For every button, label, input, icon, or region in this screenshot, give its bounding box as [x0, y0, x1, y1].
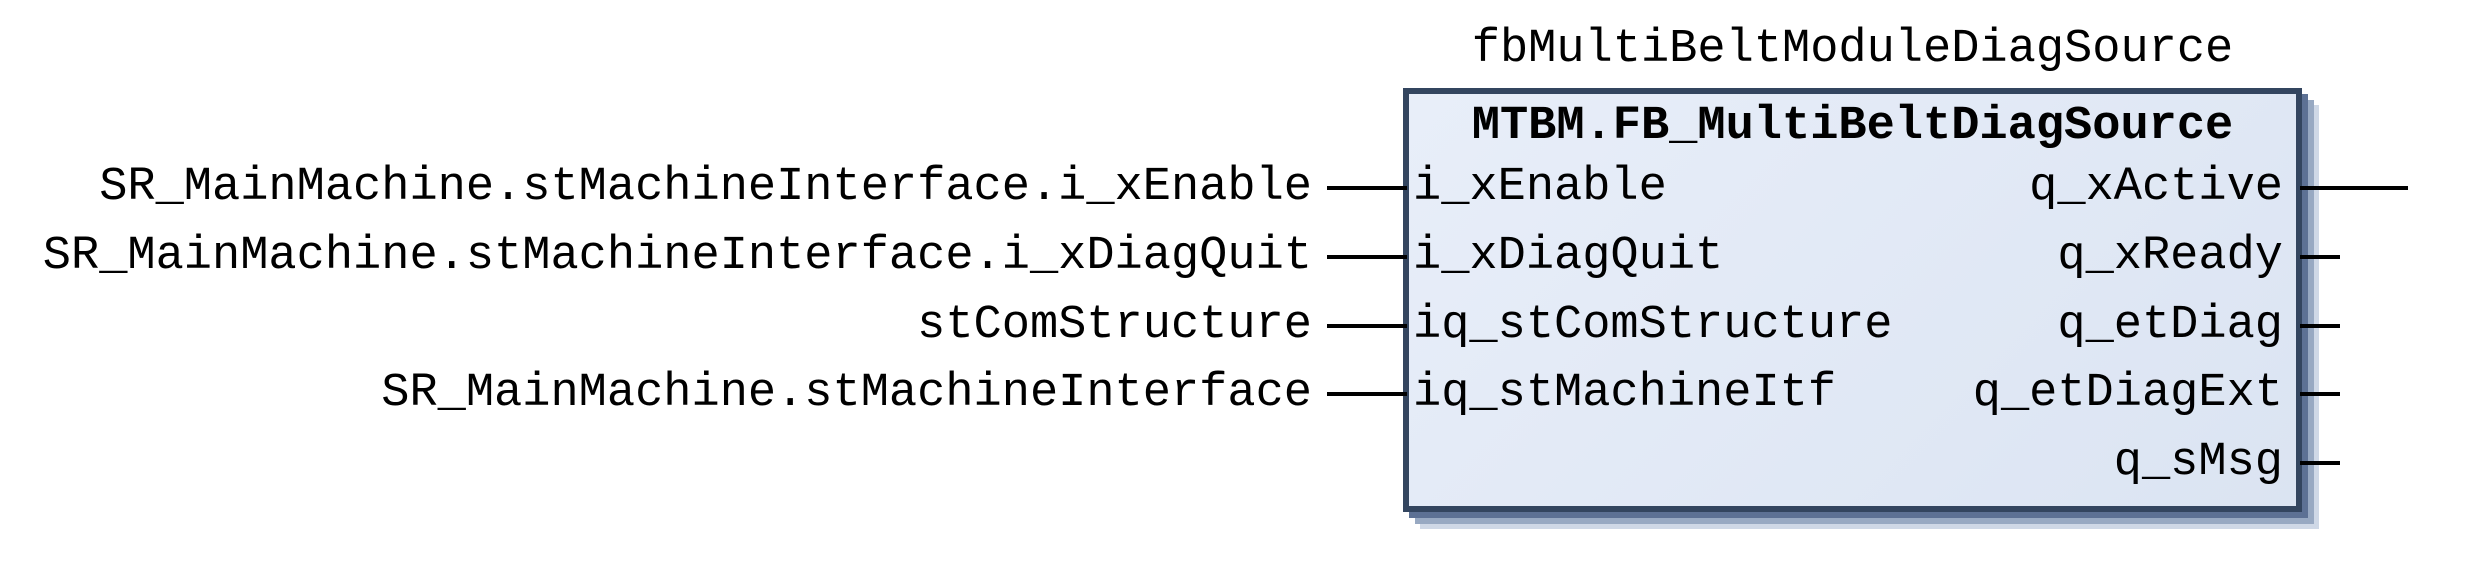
instance-name-label[interactable]: fbMultiBeltModuleDiagSource: [1471, 23, 2234, 76]
input-wire-i_xDiagQuit: [1327, 255, 1407, 259]
input-pin-i_xDiagQuit[interactable]: i_xDiagQuit: [1413, 230, 1724, 283]
output-wire-q_xReady: [2300, 255, 2340, 259]
input-wire-iq_stComStructure: [1327, 324, 1407, 328]
output-pin-q_etDiag[interactable]: q_etDiag: [2057, 299, 2283, 352]
output-pin-q_etDiagExt[interactable]: q_etDiagExt: [1972, 367, 2283, 420]
input-pin-iq_stMachineItf[interactable]: iq_stMachineItf: [1413, 367, 1837, 420]
input-wire-iq_stMachineItf: [1327, 392, 1407, 396]
output-pin-q_sMsg[interactable]: q_sMsg: [2113, 436, 2283, 489]
function-block-type-label: MTBM.FB_MultiBeltDiagSource: [1471, 100, 2234, 153]
output-wire-q_etDiag: [2300, 324, 2340, 328]
function-block-body[interactable]: [1403, 88, 2302, 512]
input-pin-iq_stComStructure[interactable]: iq_stComStructure: [1413, 299, 1893, 352]
input-wire-i_xEnable: [1327, 186, 1407, 190]
input-pin-i_xEnable[interactable]: i_xEnable: [1413, 161, 1667, 214]
output-pin-q_xReady[interactable]: q_xReady: [2057, 230, 2283, 283]
input-operand-iq_stComStructure[interactable]: stComStructure: [917, 299, 1312, 352]
input-operand-iq_stMachineItf[interactable]: SR_MainMachine.stMachineInterface: [381, 367, 1312, 420]
output-wire-q_etDiagExt: [2300, 392, 2340, 396]
output-pin-q_xActive[interactable]: q_xActive: [2029, 161, 2283, 214]
output-wire-q_sMsg: [2300, 461, 2340, 465]
input-operand-i_xDiagQuit[interactable]: SR_MainMachine.stMachineInterface.i_xDia…: [42, 230, 1312, 283]
output-wire-q_xActive: [2300, 186, 2408, 190]
input-operand-i_xEnable[interactable]: SR_MainMachine.stMachineInterface.i_xEna…: [99, 161, 1312, 214]
